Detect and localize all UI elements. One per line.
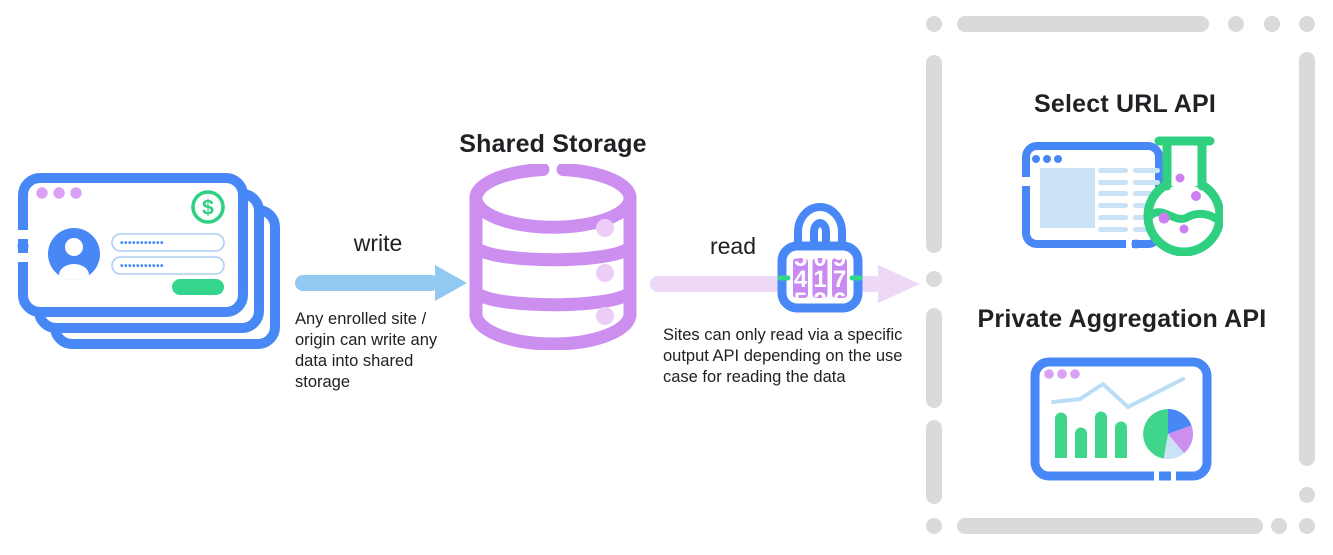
- write-label: write: [353, 230, 403, 256]
- password-dots-1: •••••••••••: [120, 238, 164, 249]
- lock-dial: 5 0 9 5 2 6 4 1 7: [777, 245, 863, 315]
- dollar-badge-icon: $: [191, 190, 225, 224]
- shared-storage-title: Shared Storage: [459, 130, 647, 158]
- pie-chart: [1143, 409, 1194, 459]
- dial-partial-bottom-3: 6: [833, 288, 846, 315]
- read-description: Sites can only read via a specific outpu…: [663, 326, 903, 386]
- login-button-shape: [172, 279, 224, 295]
- browser-flask-icon: [1018, 136, 1223, 256]
- dial-partial-top-3: 9: [833, 245, 846, 272]
- dial-partial-bottom-1: 5: [794, 288, 807, 315]
- database-icon: [469, 164, 637, 350]
- dial-partial-top-1: 5: [794, 245, 807, 272]
- flask-bubbles: [1158, 173, 1201, 234]
- dial-digit-1: 4: [794, 266, 808, 293]
- dial-digit-2: 1: [813, 266, 826, 293]
- line-chart: [1051, 377, 1185, 409]
- window-traffic-dots: [1032, 155, 1062, 163]
- dial-partial-top-2: 0: [813, 245, 826, 272]
- combination-lock-icon: 5 0 9 5 2 6 4 1 7: [777, 203, 863, 315]
- browser-stack-login-icon: $ ••••••••••• •••••••••••: [15, 173, 280, 349]
- window-traffic-dots: [36, 187, 82, 199]
- private-aggregation-api-title: Private Aggregation API: [977, 305, 1267, 333]
- bar-chart: [1055, 411, 1127, 458]
- database-row-dots: [596, 219, 614, 325]
- dashboard-chart-icon: [1030, 357, 1212, 483]
- write-arrow-icon: [295, 265, 467, 301]
- lock-shackle: [794, 203, 846, 252]
- password-fields: ••••••••••• •••••••••••: [111, 233, 225, 275]
- read-label: read: [709, 233, 757, 259]
- content-thumbnail: [1040, 168, 1095, 228]
- dial-digit-3: 7: [833, 266, 846, 293]
- write-description: Any enrolled site / origin can write any…: [295, 310, 438, 391]
- dollar-symbol: $: [202, 197, 214, 220]
- user-avatar-icon: [48, 228, 100, 280]
- dial-partial-bottom-2: 2: [813, 288, 826, 315]
- experiment-flask-icon: [1143, 136, 1223, 256]
- password-dots-2: •••••••••••: [120, 261, 164, 272]
- window-traffic-dots: [1044, 369, 1080, 379]
- select-url-api-title: Select URL API: [1033, 90, 1217, 118]
